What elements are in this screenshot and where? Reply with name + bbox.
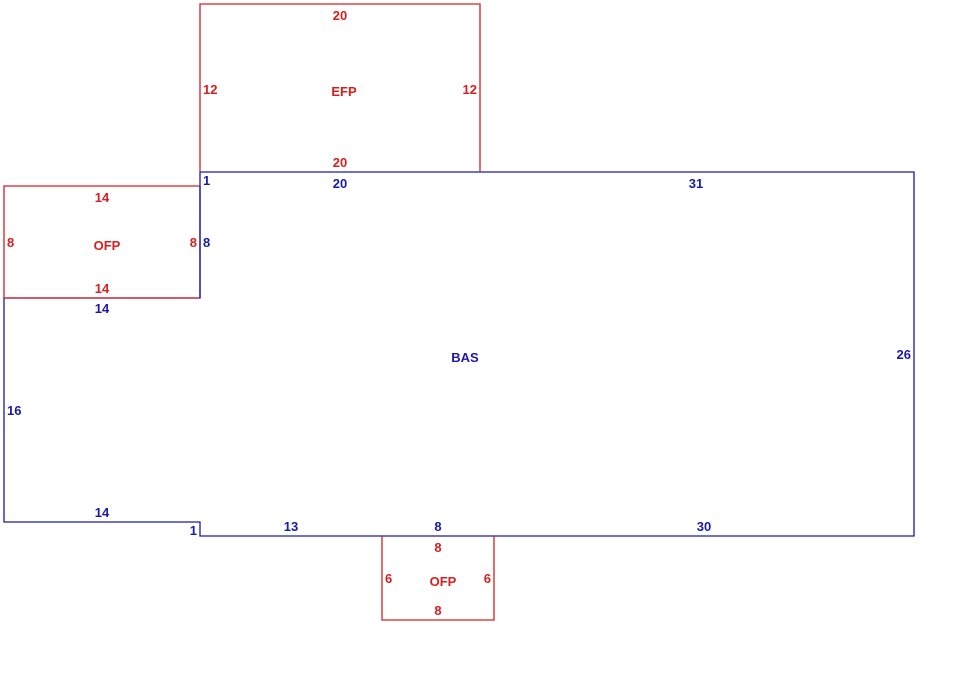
ofp-left-bottom-dimension: 14 [95, 281, 110, 296]
bas-bottom-jog-dimension: 1 [190, 523, 197, 538]
efp-outline [199, 3, 481, 172]
efp-right-dimension: 12 [463, 82, 477, 97]
bas-bottom-a-dimension: 13 [284, 519, 298, 534]
bas-bottom-c-dimension: 30 [697, 519, 711, 534]
bas-left-jog-dimension: 8 [203, 235, 210, 250]
ofp-left-area-label: OFP [94, 238, 121, 253]
bas-bottom-b-dimension: 8 [434, 519, 441, 534]
bas-top-jog-dimension: 1 [203, 173, 210, 188]
ofp-left-left-dimension: 8 [7, 235, 14, 250]
ofp-bottom-area-label: OFP [430, 574, 457, 589]
bas-right-side-dimension: 26 [897, 347, 911, 362]
efp-area-label: EFP [331, 84, 357, 99]
ofp-bottom-bottom-dimension: 8 [434, 603, 441, 618]
bas-left-side-dimension: 16 [7, 403, 21, 418]
bas-area-label: BAS [451, 350, 479, 365]
efp-left-dimension: 12 [203, 82, 217, 97]
ofp-bottom-right-dimension: 6 [484, 571, 491, 586]
ofp-bottom-outline [381, 536, 495, 621]
efp-bottom-dimension: 20 [333, 155, 347, 170]
ofp-bottom-left-dimension: 6 [385, 571, 392, 586]
bas-top-left-dimension: 20 [333, 176, 347, 191]
ofp-left-outline [3, 185, 200, 299]
ofp-left-top-dimension: 14 [95, 190, 110, 205]
ofp-left-right-dimension: 8 [190, 235, 197, 250]
ofp-bottom-top-dimension: 8 [434, 540, 441, 555]
bas-lower-left-run-dimension: 14 [95, 505, 110, 520]
bas-top-right-dimension: 31 [689, 176, 703, 191]
bas-upper-left-run-dimension: 14 [95, 301, 110, 316]
efp-top-dimension: 20 [333, 8, 347, 23]
